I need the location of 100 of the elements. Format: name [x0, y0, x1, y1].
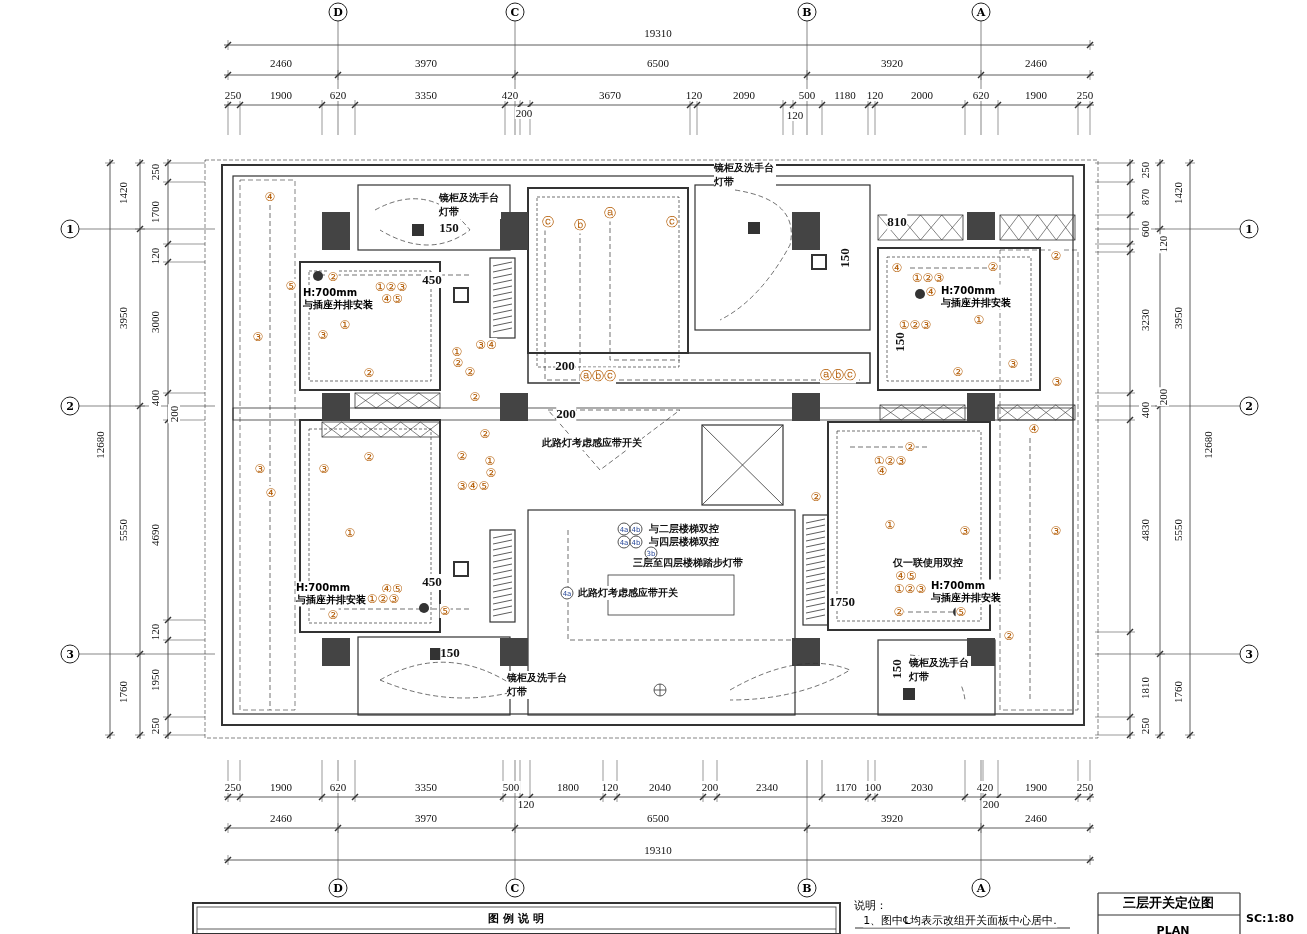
dimension-text: 2460 — [269, 57, 293, 69]
circuit-number: ② — [327, 608, 339, 622]
note-text: 仅一联使用双控 — [893, 556, 963, 570]
dimension-text: 400 — [1139, 400, 1151, 420]
dimension-text: 4830 — [1139, 518, 1151, 542]
dimension-text: 500 — [501, 781, 521, 793]
title-block-text: SC:1:80 — [1246, 911, 1294, 925]
dimension-text: 5550 — [1172, 518, 1184, 542]
circuit-number: ④ — [264, 190, 276, 204]
dimension-text: 620 — [328, 89, 348, 101]
dimension-text: 620 — [328, 781, 348, 793]
dimension-text: 250 — [149, 162, 161, 182]
dimension-text: 250 — [1075, 781, 1095, 793]
dimension-text: 3920 — [880, 812, 904, 824]
drawing-title: 三层开关定位图 — [1122, 894, 1214, 912]
dimension-text: 120 — [149, 246, 161, 266]
circuit-number: ② — [810, 490, 822, 504]
circuit-number: ② — [327, 270, 339, 284]
grid-bubble: A — [971, 2, 991, 22]
dimension-text: 1900 — [1024, 89, 1048, 101]
dimension-text: 120 — [149, 622, 161, 642]
dimension-text: 620 — [971, 89, 991, 101]
dimension-text: 2460 — [269, 812, 293, 824]
grid-bubble: 1 — [1239, 219, 1259, 239]
circuit-number: ①②③ — [893, 582, 927, 596]
dimension-text: 120 — [600, 781, 620, 793]
circuit-number: ④⑤ — [381, 292, 403, 306]
dimension-text: 1810 — [1139, 676, 1151, 700]
note-text: 1、图中℄均表示改组开关面板中心居中. — [863, 912, 1057, 928]
dimension-text: 2340 — [755, 781, 779, 793]
grid-bubble: 2 — [1239, 396, 1259, 416]
dimension-text: 200 — [556, 406, 576, 422]
grid-bubble: B — [797, 2, 817, 22]
circuit-number: ① — [884, 518, 896, 532]
dimension-text: 19310 — [643, 27, 673, 39]
circuit-number: ② — [893, 605, 905, 619]
dimension-text: 12680 — [94, 430, 106, 460]
circuit-number: ⓒ — [666, 213, 678, 231]
dimension-text: 1760 — [1172, 680, 1184, 704]
dimension-text: 3350 — [414, 781, 438, 793]
dimension-text: 3950 — [1172, 306, 1184, 330]
note-text: 三层至四层楼梯踏步灯带 — [633, 556, 743, 570]
circuit-number: ① — [344, 526, 356, 540]
circuit-number: ② — [952, 365, 964, 379]
dimension-text: 120 — [516, 798, 536, 810]
circuit-number: ①②③ — [374, 280, 408, 294]
circuit-number: ④⑤ — [895, 569, 917, 583]
dimension-text: 5550 — [117, 518, 129, 542]
circuit-number: ② — [1050, 249, 1062, 263]
dimension-text: 200 — [514, 107, 534, 119]
dimension-text: 1420 — [1172, 181, 1184, 205]
dimension-text: 500 — [797, 89, 817, 101]
dimension-text: 1900 — [1024, 781, 1048, 793]
grid-bubble: A — [971, 878, 991, 898]
circuit-number: ② — [485, 466, 497, 480]
circuit-number: ④ — [891, 261, 903, 275]
dimension-text: 1420 — [117, 181, 129, 205]
dimension-text: 200 — [168, 404, 180, 424]
dimension-text: 1750 — [829, 594, 855, 610]
dimension-text: 3000 — [149, 310, 161, 334]
dimension-text: 250 — [223, 89, 243, 101]
note-text: 镜柜及洗手台灯带 — [714, 161, 776, 189]
grid-bubble: B — [797, 878, 817, 898]
circuit-number: ④ — [265, 486, 277, 500]
circuit-number: ⓑ — [574, 216, 586, 234]
dimension-text: 6500 — [646, 57, 670, 69]
dimension-text: 250 — [223, 781, 243, 793]
dimension-text: 1180 — [833, 89, 857, 101]
dimension-text: 420 — [500, 89, 520, 101]
dimension-text: 2040 — [648, 781, 672, 793]
dimension-text: 420 — [975, 781, 995, 793]
dimension-text: 2030 — [910, 781, 934, 793]
dimension-text: 3970 — [414, 57, 438, 69]
dimension-text: 450 — [422, 574, 442, 590]
circuit-number: ③ — [252, 330, 264, 344]
dimension-text: 1900 — [269, 781, 293, 793]
dimension-text: 120 — [865, 89, 885, 101]
dimension-text: 3350 — [414, 89, 438, 101]
circuit-number: ③④⑤ — [456, 479, 490, 493]
dimension-text: 6500 — [646, 812, 670, 824]
dimension-text: 3230 — [1139, 308, 1151, 332]
circuit-number: ③ — [317, 328, 329, 342]
dimension-text: 2460 — [1024, 812, 1048, 824]
dimension-text: 3970 — [414, 812, 438, 824]
circuit-number: ⓐⓑⓒ — [820, 366, 856, 384]
circuit-number: ② — [363, 366, 375, 380]
grid-bubble: C — [505, 878, 525, 898]
circuit-number: ④ — [925, 285, 937, 299]
dimension-text: 120 — [684, 89, 704, 101]
dimension-text: 250 — [1139, 716, 1151, 736]
dimension-text: 3950 — [117, 306, 129, 330]
circuit-number: ② — [479, 427, 491, 441]
circuit-number: ① — [973, 313, 985, 327]
dimension-text: 810 — [887, 214, 907, 230]
dimension-text: 200 — [981, 798, 1001, 810]
dimension-text: 3670 — [598, 89, 622, 101]
dimension-text: 200 — [700, 781, 720, 793]
dimension-text: 870 — [1139, 187, 1151, 207]
grid-bubble: 3 — [60, 644, 80, 664]
dimension-text: 400 — [149, 388, 161, 408]
